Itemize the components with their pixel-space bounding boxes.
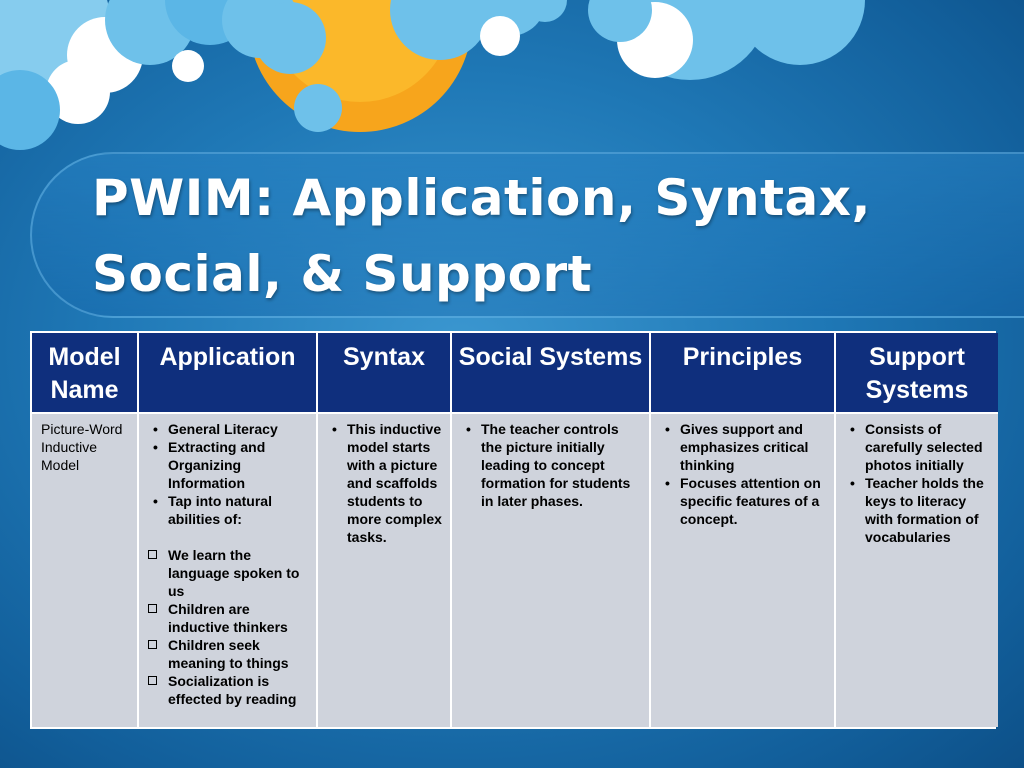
cell-social-systems: •The teacher controls the picture initia… xyxy=(450,413,650,727)
pwim-table: Model Name Application Syntax Social Sys… xyxy=(30,331,998,729)
bullet-icon: • xyxy=(850,421,855,437)
bullet-icon: • xyxy=(332,421,337,437)
list-item: •Gives support and emphasizes critical t… xyxy=(665,421,809,473)
list-item: •Focuses attention on specific features … xyxy=(665,475,821,527)
list-item: •The teacher controls the picture initia… xyxy=(466,421,631,509)
header-social-systems: Social Systems xyxy=(450,333,650,414)
header-model-name: Model Name xyxy=(32,333,138,414)
cloud-right xyxy=(523,0,865,80)
list-item: •Tap into natural abilities of: xyxy=(153,493,272,527)
table-header-row: Model Name Application Syntax Social Sys… xyxy=(32,333,998,414)
list-gap xyxy=(145,528,310,546)
list-item: Children are inductive thinkers xyxy=(145,600,310,636)
list-item: We learn the language spoken to us xyxy=(145,546,310,600)
cell-syntax: •This inductive model starts with a pict… xyxy=(316,413,451,727)
checkbox-bullet-icon xyxy=(148,604,157,613)
bullet-icon: • xyxy=(850,475,855,491)
list-item: Socialization is effected by reading xyxy=(145,672,310,708)
bullet-icon: • xyxy=(153,493,158,509)
slide-title: PWIM: Application, Syntax, Social, & Sup… xyxy=(92,160,992,312)
bullet-icon: • xyxy=(665,421,670,437)
bullet-icon: • xyxy=(153,421,158,437)
cell-model-name: Picture-Word Inductive Model xyxy=(32,413,138,727)
sky-decoration xyxy=(0,0,865,150)
cell-principles: •Gives support and emphasizes critical t… xyxy=(649,413,835,727)
cell-support-systems: •Consists of carefully selected photos i… xyxy=(834,413,998,727)
bullet-icon: • xyxy=(466,421,471,437)
header-principles: Principles xyxy=(649,333,835,414)
header-application: Application xyxy=(137,333,317,414)
cloud-left xyxy=(0,0,298,150)
table-row: Picture-Word Inductive Model •General Li… xyxy=(32,413,998,727)
cell-application: •General Literacy •Extracting and Organi… xyxy=(137,413,317,727)
list-item: •This inductive model starts with a pict… xyxy=(332,421,442,545)
list-item: •General Literacy xyxy=(153,421,278,437)
list-item: Children seek meaning to things xyxy=(145,636,310,672)
checkbox-bullet-icon xyxy=(148,676,157,685)
list-item: •Teacher holds the keys to literacy with… xyxy=(850,475,984,545)
bullet-icon: • xyxy=(665,475,670,491)
list-item: •Consists of carefully selected photos i… xyxy=(850,421,983,473)
header-syntax: Syntax xyxy=(316,333,451,414)
checkbox-bullet-icon xyxy=(148,550,157,559)
bullet-icon: • xyxy=(153,439,158,455)
title-line-1: PWIM: Application, Syntax, xyxy=(92,169,871,227)
header-support-systems: Support Systems xyxy=(834,333,998,414)
title-band xyxy=(30,152,1024,318)
title-line-2: Social, & Support xyxy=(92,245,593,303)
checkbox-bullet-icon xyxy=(148,640,157,649)
list-item: •Extracting and Organizing Information xyxy=(153,439,266,491)
